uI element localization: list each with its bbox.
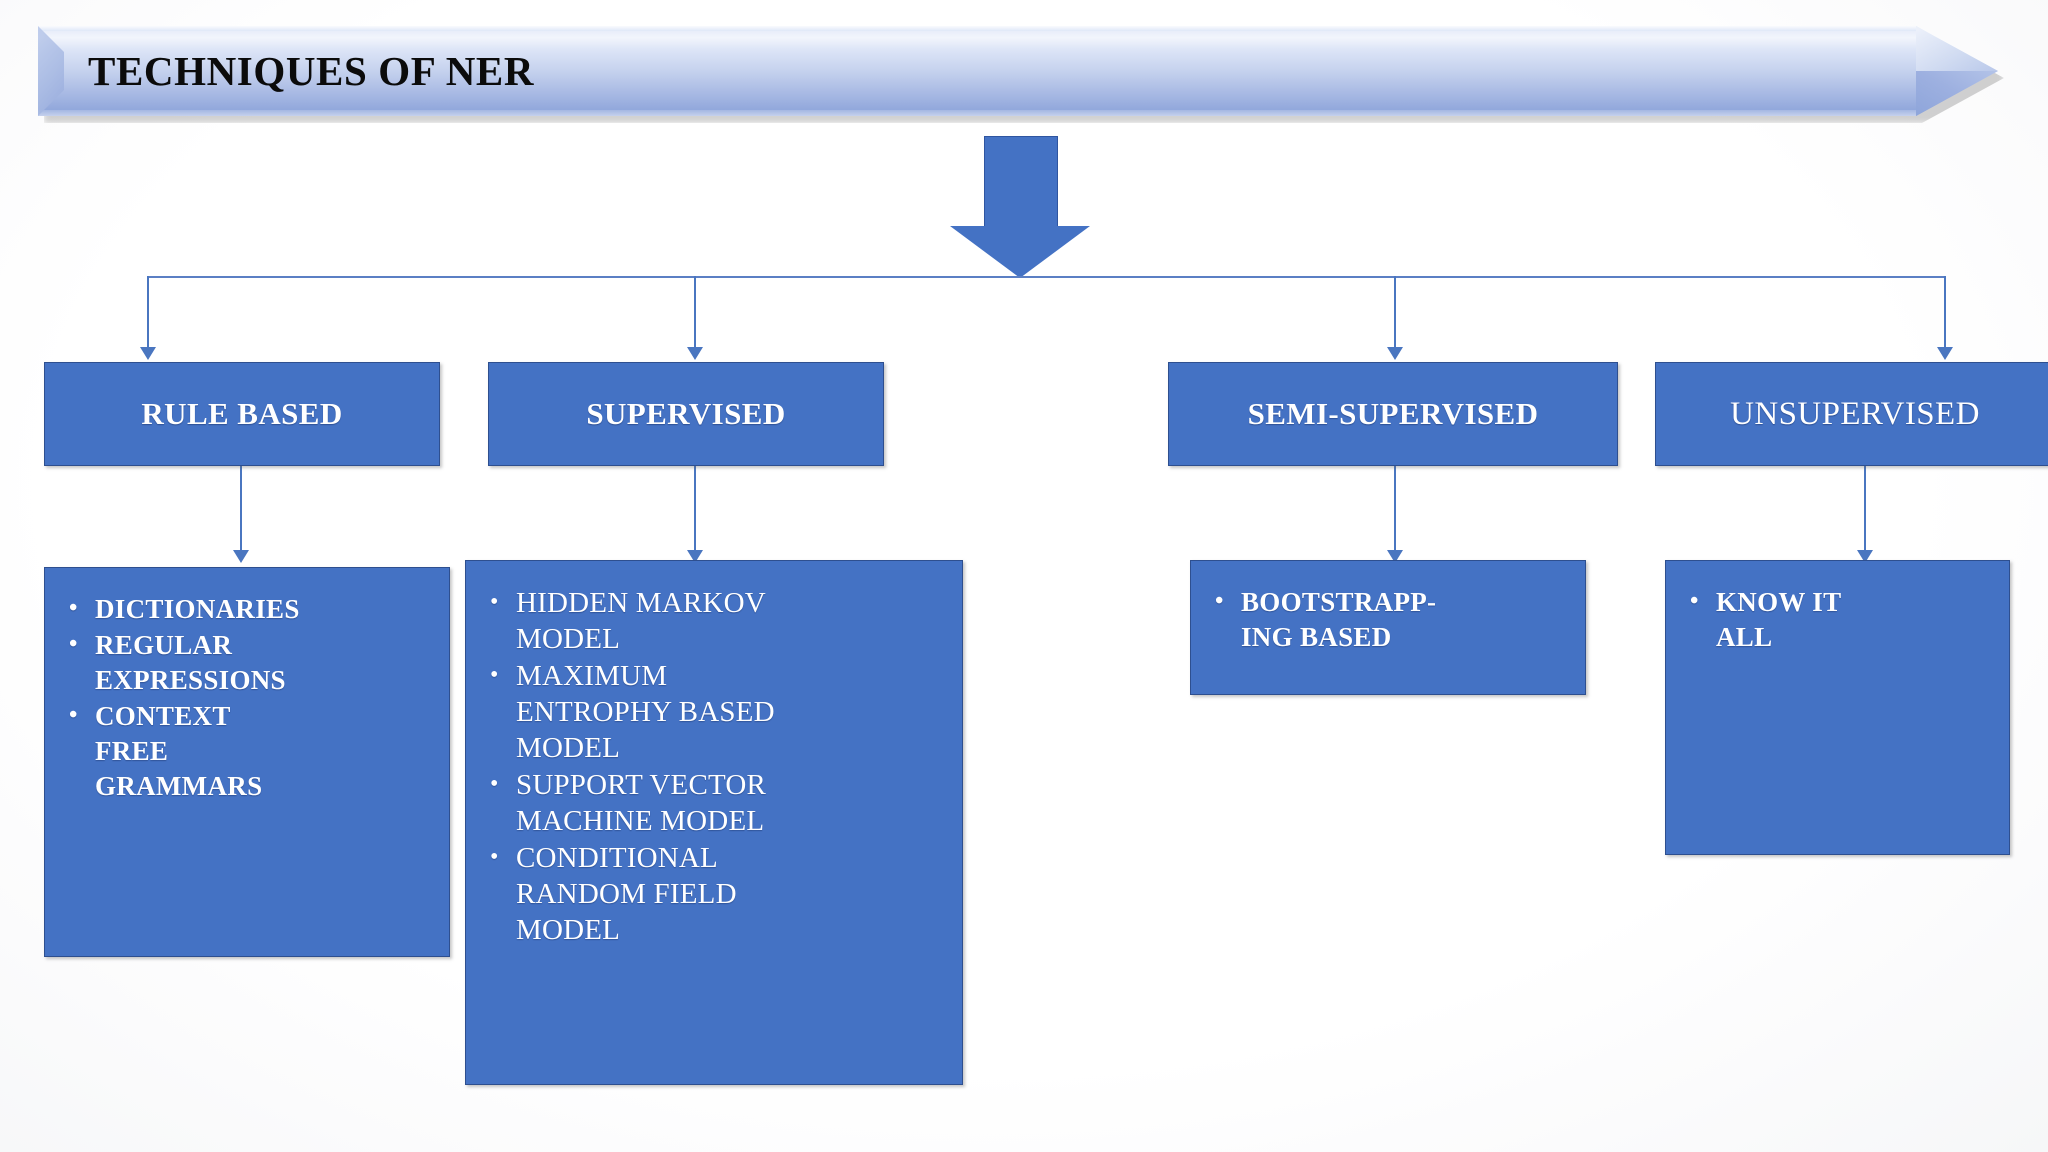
node-supervised[interactable]: SUPERVISED [488,362,884,466]
list-item: CONDITIONAL RANDOM FIELD MODEL [490,839,948,948]
banner-arrowhead-upper-facet [1916,26,1998,71]
connector-down-unsupervised [1944,276,1946,348]
detail-list-supervised: HIDDEN MARKOV MODEL MAXIMUM ENTROPHY BAS… [480,584,948,948]
connector-rule-based-to-details [240,465,242,551]
detail-box-supervised[interactable]: HIDDEN MARKOV MODEL MAXIMUM ENTROPHY BAS… [465,560,963,1085]
connector-supervised-to-details [694,465,696,551]
connector-arrowhead-supervised-details [687,550,703,563]
connector-arrowhead-rule-based-details [233,550,249,563]
node-unsupervised[interactable]: UNSUPERVISED [1655,362,2048,466]
node-rule-based[interactable]: RULE BASED [44,362,440,466]
connector-horizontal-bus [148,276,1946,278]
detail-box-rule-based[interactable]: DICTIONARIES REGULAR EXPRESSIONS CONTEXT… [44,567,450,957]
connector-down-supervised [694,276,696,348]
detail-list-semi-supervised: BOOTSTRAPP- ING BASED [1205,584,1571,655]
connector-arrowhead-supervised [687,347,703,360]
connector-arrowhead-unsupervised-details [1857,550,1873,563]
title-banner: TECHNIQUES OF NER [38,26,2004,123]
connector-arrowhead-rule-based [140,347,156,360]
banner-body [38,26,1998,116]
banner-bottom-bevel [38,110,1916,116]
down-arrow-head [950,226,1090,278]
detail-list-rule-based: DICTIONARIES REGULAR EXPRESSIONS CONTEXT… [59,591,435,804]
connector-arrowhead-semi-supervised [1387,347,1403,360]
connector-semi-supervised-to-details [1394,465,1396,551]
list-item: MAXIMUM ENTROPHY BASED MODEL [490,657,948,766]
connector-down-semi-supervised [1394,276,1396,348]
detail-box-semi-supervised[interactable]: BOOTSTRAPP- ING BASED [1190,560,1586,695]
banner-top-bevel [38,26,1916,31]
list-item: REGULAR EXPRESSIONS [69,627,435,698]
list-item: HIDDEN MARKOV MODEL [490,584,948,657]
connector-arrowhead-semi-supervised-details [1387,550,1403,563]
node-supervised-label: SUPERVISED [586,396,786,431]
list-item: SUPPORT VECTOR MACHINE MODEL [490,766,948,839]
connector-down-rule-based [147,276,149,348]
list-item: BOOTSTRAPP- ING BASED [1215,584,1571,655]
down-arrow-shaft [984,136,1058,229]
node-semi-supervised[interactable]: SEMI-SUPERVISED [1168,362,1618,466]
node-unsupervised-label: UNSUPERVISED [1730,395,1980,432]
connector-arrowhead-unsupervised [1937,347,1953,360]
down-arrow-icon [950,136,1090,278]
detail-box-unsupervised[interactable]: KNOW IT ALL [1665,560,2010,855]
list-item: KNOW IT ALL [1690,584,1995,655]
list-item: DICTIONARIES [69,591,435,627]
node-semi-supervised-label: SEMI-SUPERVISED [1247,396,1539,431]
page-title: TECHNIQUES OF NER [88,48,535,94]
detail-list-unsupervised: KNOW IT ALL [1680,584,1995,655]
connector-unsupervised-to-details [1864,465,1866,551]
node-rule-based-label: RULE BASED [141,396,343,431]
list-item: CONTEXT FREE GRAMMARS [69,698,435,804]
